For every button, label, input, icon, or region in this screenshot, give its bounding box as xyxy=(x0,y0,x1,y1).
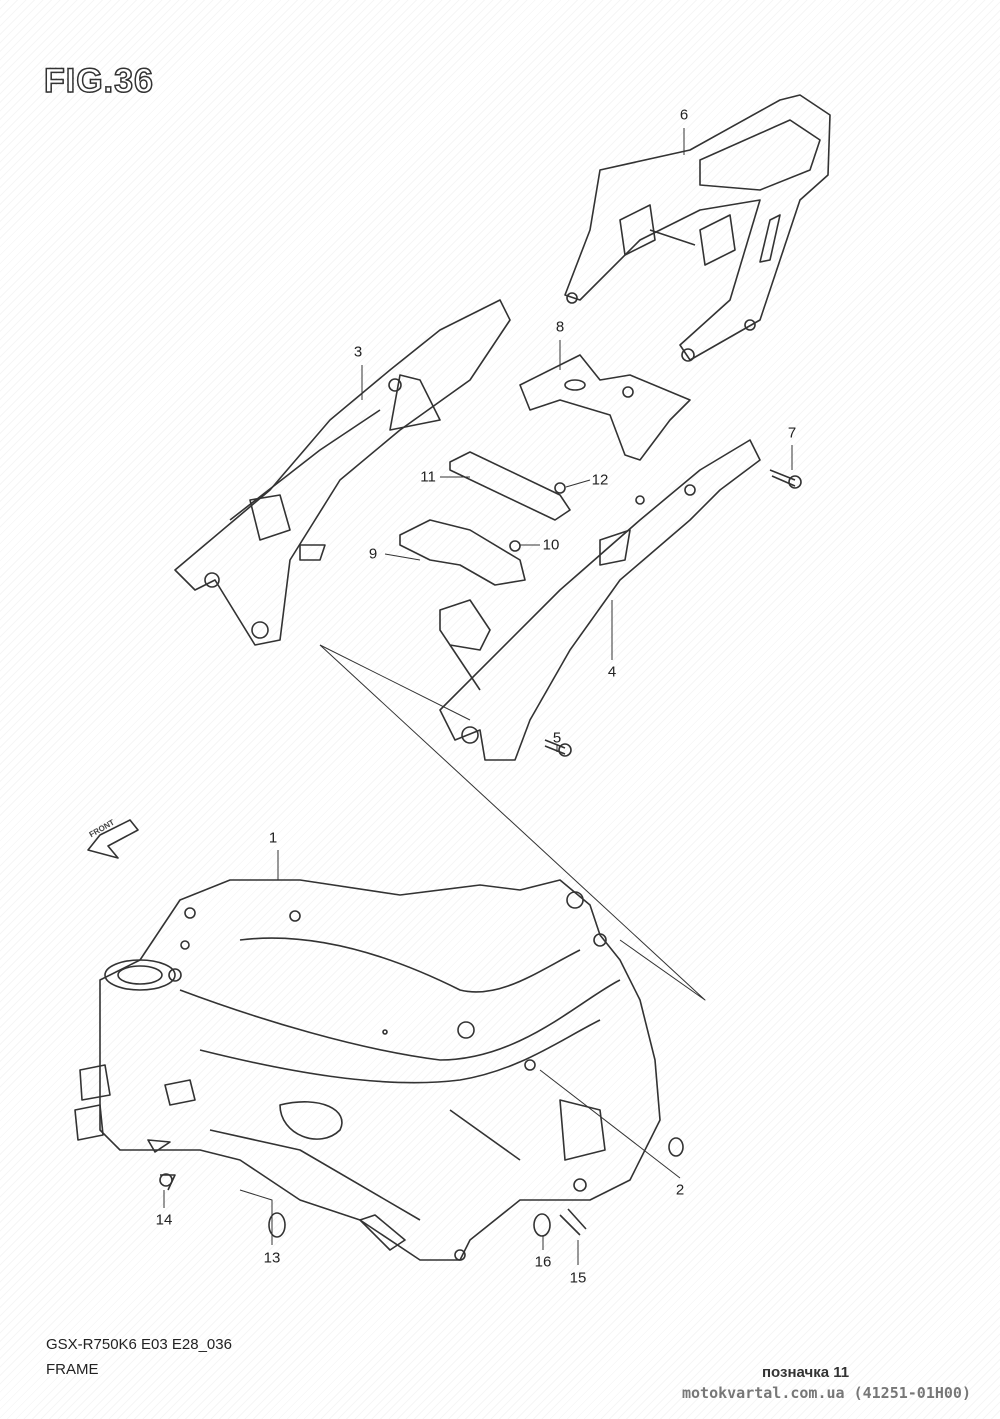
front-direction-arrow-icon xyxy=(87,819,139,859)
callout-13: 13 xyxy=(263,1249,281,1267)
figure-label: FIG.36 xyxy=(43,61,154,101)
callout-5: 5 xyxy=(552,729,562,747)
part-11-plate xyxy=(449,451,571,521)
part-1-main-frame xyxy=(74,879,661,1261)
callout-1: 1 xyxy=(268,829,278,847)
site-watermark: motokvartal.com.ua (41251-01H00) xyxy=(682,1384,971,1402)
callout-14: 14 xyxy=(155,1211,173,1229)
leader-lines xyxy=(163,128,793,1265)
bolt-icons xyxy=(159,469,802,1238)
part-8-bracket xyxy=(519,354,691,461)
callout-3: 3 xyxy=(353,343,363,361)
callout-4: 4 xyxy=(607,663,617,681)
part-9-plate xyxy=(399,519,526,586)
part-3-seat-rail-left xyxy=(174,299,511,646)
callout-8: 8 xyxy=(555,318,565,336)
model-code: GSX-R750K6 E03 E28_036 xyxy=(46,1336,232,1353)
callout-10: 10 xyxy=(542,536,560,554)
part-6-seat-rail-bracket xyxy=(564,94,831,362)
callout-6: 6 xyxy=(679,106,689,124)
callout-16: 16 xyxy=(534,1253,552,1271)
diagram-title: FRAME xyxy=(46,1361,99,1378)
part-4-seat-rail-right xyxy=(439,439,761,761)
callout-11: 11 xyxy=(420,468,436,486)
callout-12: 12 xyxy=(591,471,609,489)
marker-tag: позначка 11 xyxy=(762,1364,850,1381)
callout-9: 9 xyxy=(368,545,378,563)
callout-7: 7 xyxy=(787,424,797,442)
callout-2: 2 xyxy=(675,1181,685,1199)
callout-15: 15 xyxy=(569,1269,587,1287)
